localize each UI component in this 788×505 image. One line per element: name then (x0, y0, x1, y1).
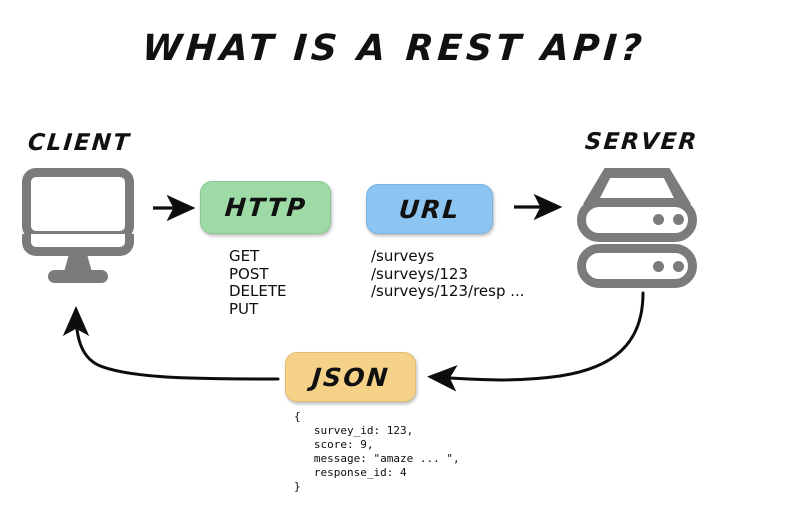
server-led-icon (673, 214, 684, 225)
server-led-icon (673, 261, 684, 272)
http-box: HTTP (200, 181, 331, 234)
json-payload-snippet: { survey_id: 123, score: 9, message: "am… (294, 410, 460, 493)
page-title: WHAT IS A REST API? (140, 28, 648, 69)
monitor-stand-base-icon (48, 270, 108, 283)
server-led-icon (653, 214, 664, 225)
http-box-label: HTTP (223, 193, 308, 222)
server-label: SERVER (583, 129, 700, 155)
json-box-label: JSON (310, 362, 391, 392)
url-box: URL (366, 184, 493, 234)
client-label: CLIENT (26, 130, 132, 156)
http-methods-list: GET POST DELETE PUT (229, 247, 287, 318)
server-database-icon (577, 168, 699, 290)
json-box: JSON (285, 352, 416, 402)
url-box-label: URL (397, 194, 462, 224)
server-rack-bottom-icon (577, 244, 697, 288)
arrow-json-to-client (62, 306, 280, 381)
monitor-screen-icon (22, 168, 134, 240)
monitor-bezel-icon (22, 234, 134, 256)
url-paths-list: /surveys /surveys/123 /surveys/123/resp … (371, 247, 525, 300)
arrow-server-to-json (427, 291, 645, 392)
monitor-stand-neck-icon (64, 256, 92, 272)
server-led-icon (653, 261, 664, 272)
client-monitor-icon (22, 168, 144, 286)
